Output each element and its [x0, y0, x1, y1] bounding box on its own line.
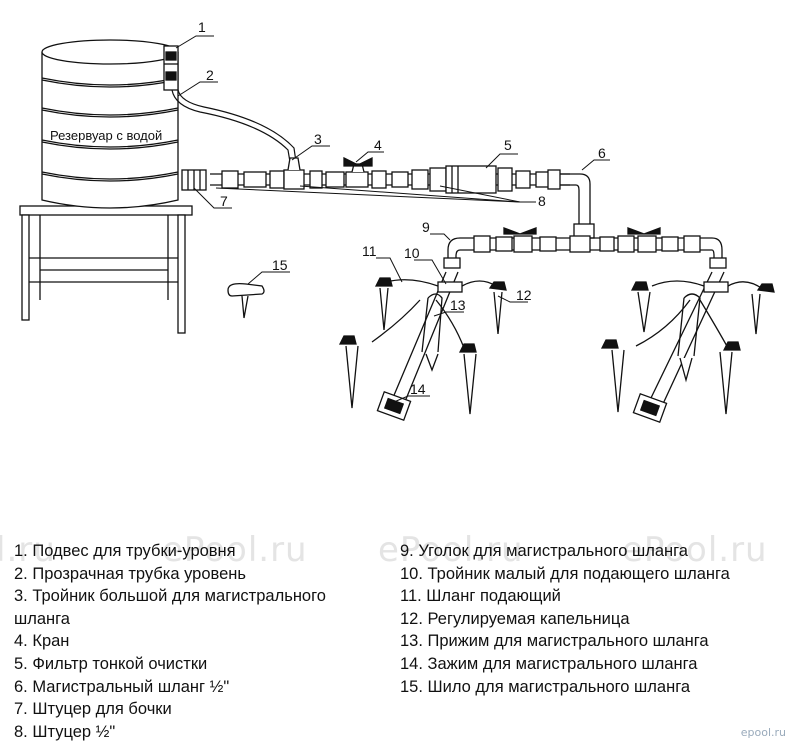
legend-item-9: 9. Уголок для магистрального шланга	[400, 542, 688, 560]
callout-5: 5	[504, 137, 512, 153]
watermark-4: ePool.ru	[622, 530, 768, 570]
callout-8: 8	[538, 193, 546, 209]
watermark-3: ePool.ru	[378, 530, 524, 570]
callout-9: 9	[422, 219, 430, 235]
main-hose-upper	[181, 156, 595, 239]
callout-10: 10	[404, 245, 420, 261]
tank-stand	[19, 205, 193, 334]
legend-left: 1. Подвес для трубки-уровня 2. Прозрачна…	[14, 540, 370, 743]
callout-6: 6	[598, 145, 606, 161]
drip-group-left	[338, 271, 507, 422]
callout-2: 2	[206, 67, 214, 83]
watermark-1: l.ru	[0, 530, 56, 570]
callout-11: 11	[362, 243, 377, 259]
callout-3: 3	[314, 131, 322, 147]
legend-item-2: 2. Прозрачная трубка уровень	[14, 564, 246, 583]
transparent-level-tube	[171, 89, 297, 163]
site-logo: epool.ru	[740, 726, 786, 739]
main-hose-lower	[443, 227, 727, 269]
callout-leaders	[175, 35, 610, 403]
legend-item-6: 6. Магистральный шланг ½"	[14, 677, 230, 696]
legend-item-3: 3. Тройник большой для магистрального шл…	[14, 587, 326, 628]
callout-7: 7	[220, 193, 228, 209]
legend-right: 9. Уголок для магистрального шланга 10. …	[400, 540, 790, 698]
water-tank: Резервуар с водой	[41, 39, 179, 209]
legend-item-8: 8. Штуцер ½"	[14, 722, 116, 741]
legend-item-13: 13. Прижим для магистрального шланга	[400, 632, 709, 651]
watermark-2: ePool.ru	[162, 530, 308, 570]
awl-tool	[227, 282, 265, 319]
drip-group-right	[600, 271, 775, 424]
callout-1: 1	[198, 19, 206, 35]
callout-13: 13	[450, 297, 466, 313]
callout-numbers: 1 2 3 4 5 6 7 8 9 10 11 12 13 14 15	[198, 19, 606, 397]
level-tube-hanger	[163, 45, 179, 91]
tank-label: Резервуар с водой	[50, 128, 162, 143]
legend-item-12: 12. Регулируемая капельница	[400, 609, 630, 628]
legend-item-11: 11. Шланг подающий	[400, 587, 561, 606]
legend-item-5: 5. Фильтр тонкой очистки	[14, 654, 208, 673]
callout-15: 15	[272, 257, 288, 273]
callout-14: 14	[410, 381, 426, 397]
legend-item-7: 7. Штуцер для бочки	[14, 700, 172, 719]
legend-item-1: 1. Подвес для трубки-уровня	[14, 542, 236, 560]
legend-item-14: 14. Зажим для магистрального шланга	[400, 654, 698, 673]
legend-item-10: 10. Тройник малый для подающего шланга	[400, 564, 730, 583]
legend-item-4: 4. Кран	[14, 632, 70, 651]
callout-4: 4	[374, 137, 382, 153]
legend-item-15: 15. Шило для магистрального шланга	[400, 677, 691, 696]
callout-12: 12	[516, 287, 532, 303]
irrigation-diagram: Резервуар с водой	[19, 19, 775, 424]
